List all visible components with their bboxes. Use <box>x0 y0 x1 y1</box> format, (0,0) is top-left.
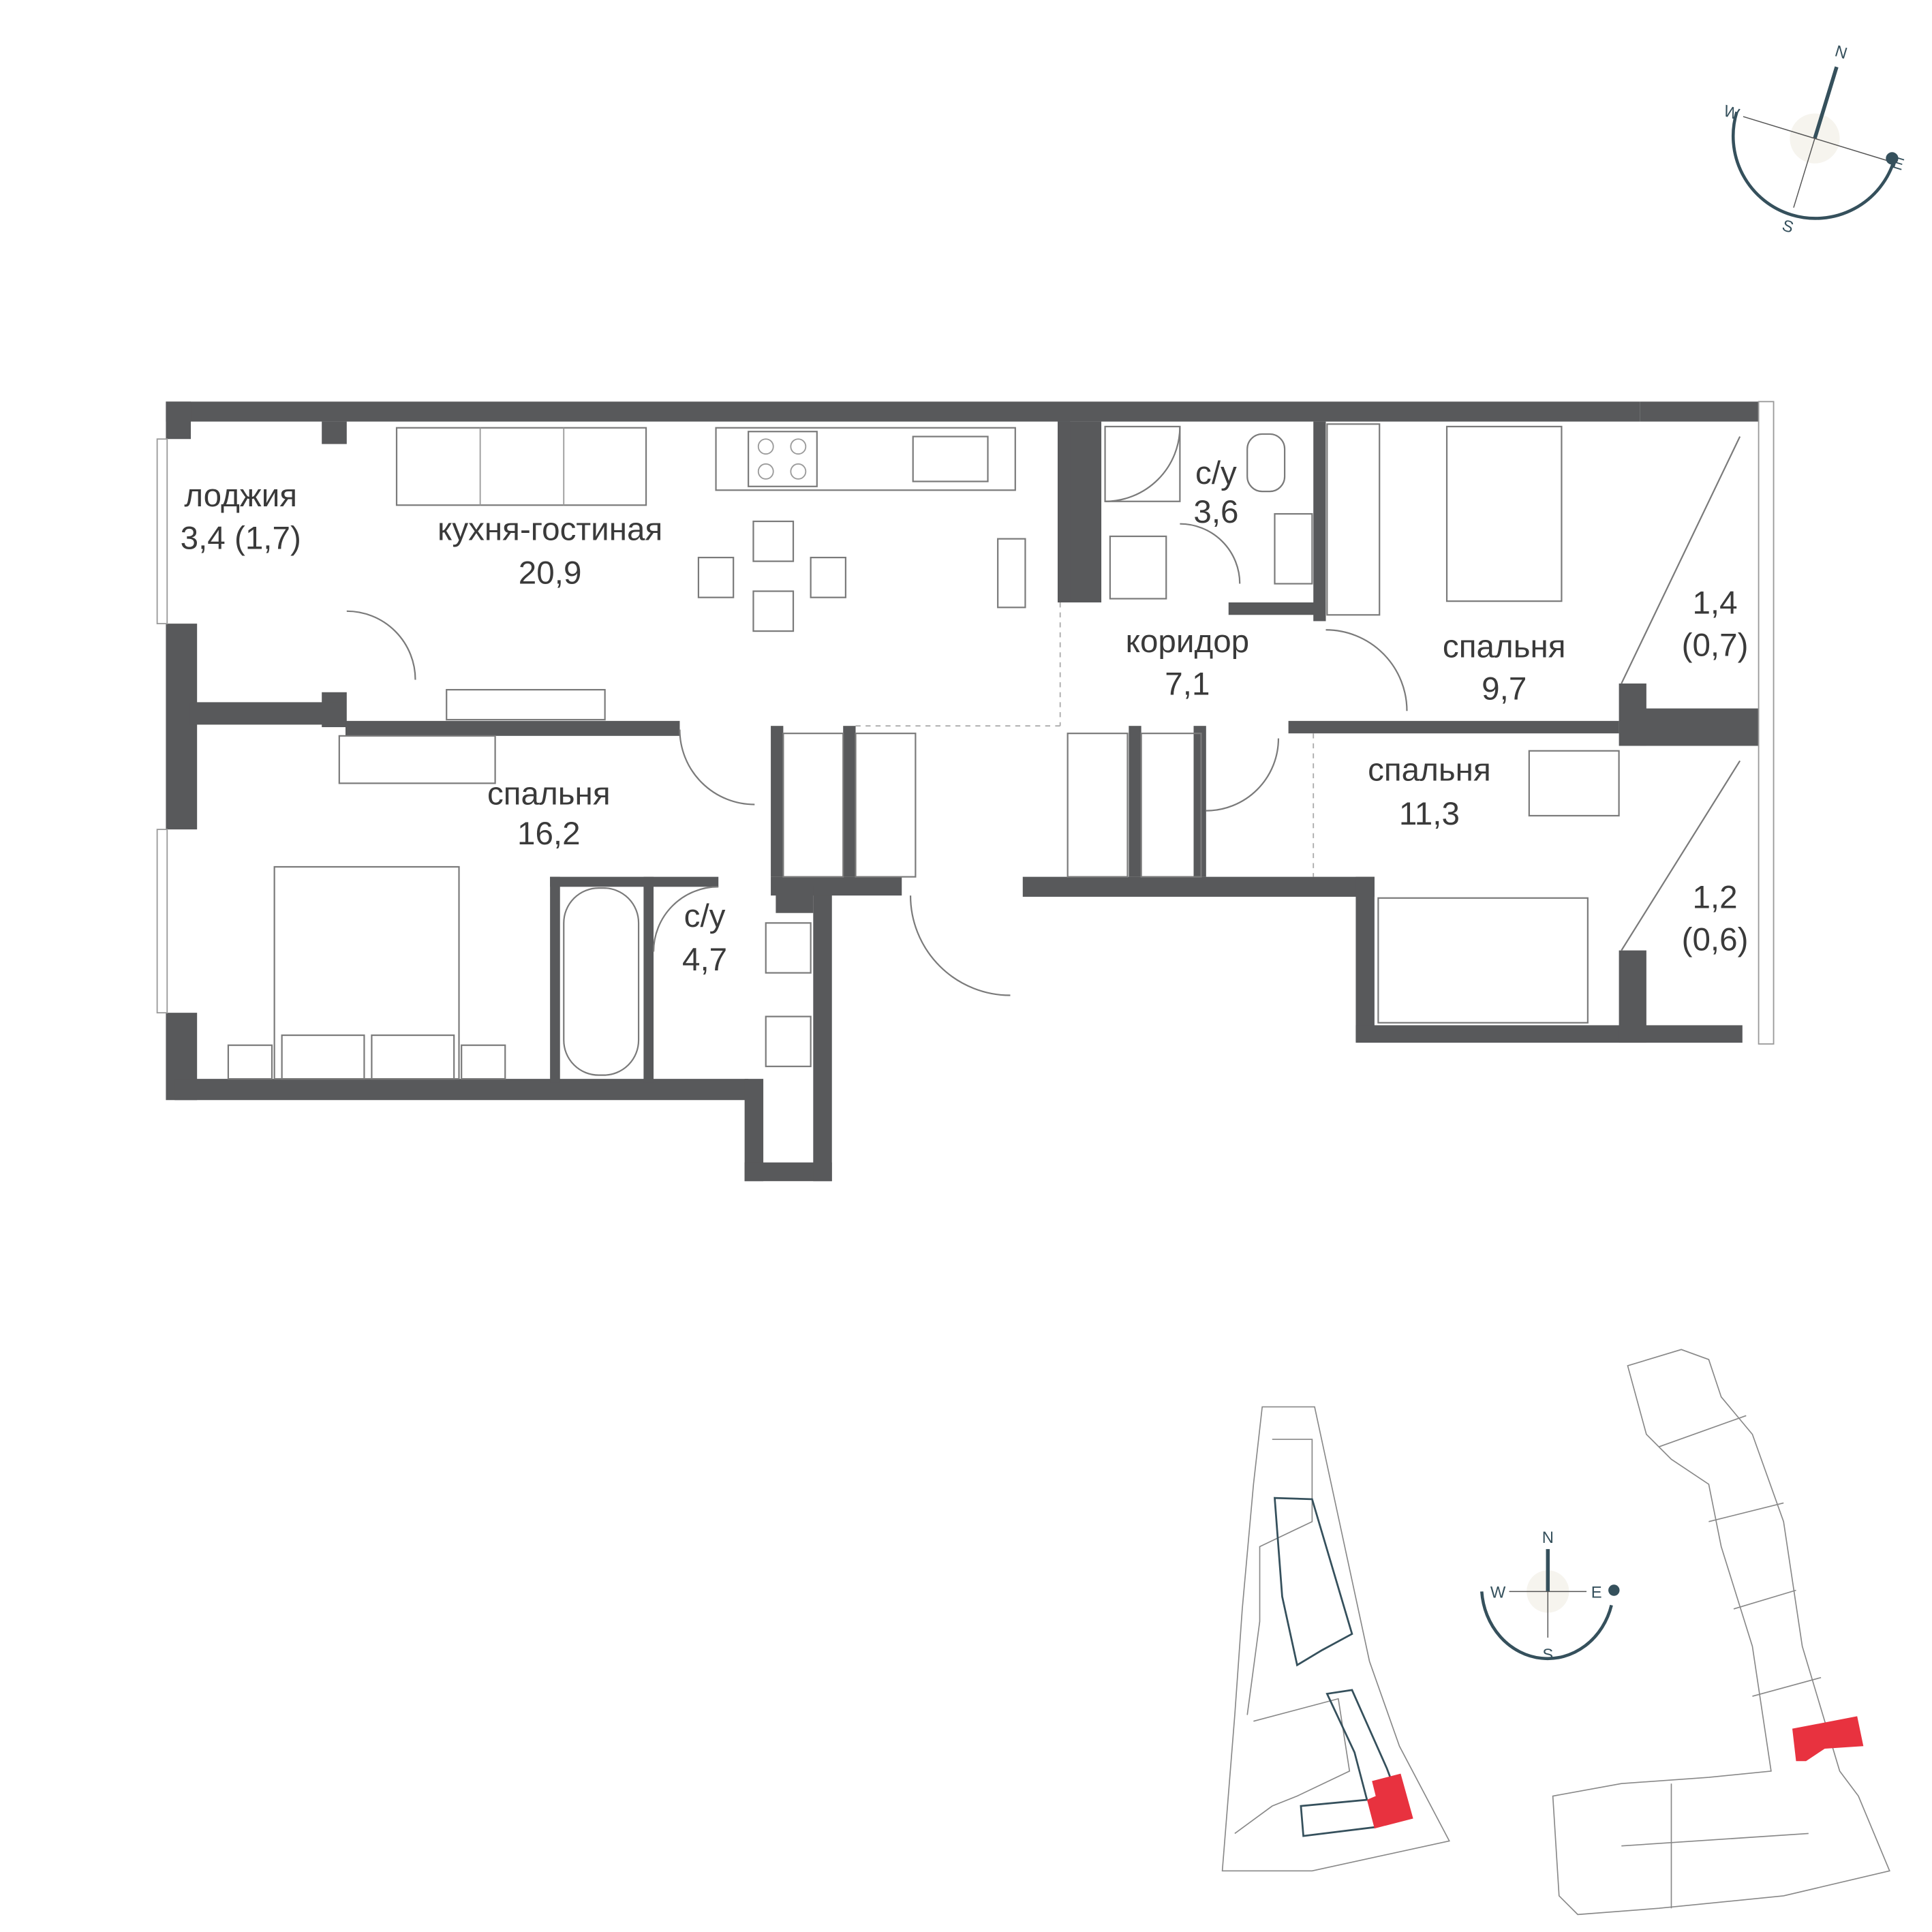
compass-top-sun-dot <box>1886 152 1899 165</box>
bedroom-3-name: спальня <box>487 776 611 812</box>
compass-e: E <box>1591 1584 1602 1602</box>
walls <box>166 401 1759 1182</box>
apartment-location-marker <box>1366 1773 1413 1829</box>
north-needle-icon <box>1813 66 1839 139</box>
compass-top: N S W E <box>1721 42 1906 237</box>
bedroom-2-name: спальня <box>1368 752 1491 788</box>
room-labels: лоджия 3,4 (1,7) кухня-гостиная 20,9 с/у… <box>181 455 1749 978</box>
corridor-area: 7,1 <box>1165 666 1210 702</box>
bathroom-2-area: 4,7 <box>682 942 727 978</box>
compass-n: N <box>1542 1529 1554 1547</box>
fixtures <box>156 401 1775 1080</box>
balcony-1-area: 1,4 <box>1692 585 1737 621</box>
kitchen-living-name: кухня-гостиная <box>438 511 662 547</box>
loggia-area: 3,4 (1,7) <box>181 520 301 556</box>
apartment-location-marker-building <box>1792 1716 1864 1762</box>
bedroom-3-area: 16,2 <box>517 816 581 852</box>
bedroom-2-area: 11,3 <box>1399 796 1460 832</box>
balcony-2-area: 1,2 <box>1692 879 1737 915</box>
bathroom-1-area: 3,6 <box>1193 494 1238 530</box>
compass-s: S <box>1542 1646 1553 1664</box>
kitchen-living-area: 20,9 <box>519 555 582 592</box>
compass-arc <box>1731 111 1896 220</box>
site-plan-right <box>1552 1349 1890 1916</box>
bathroom-2-name: с/у <box>684 898 726 934</box>
bathroom-1-name: с/у <box>1195 455 1237 491</box>
balcony-2-area-reduced: (0,6) <box>1682 922 1749 958</box>
site-plan-left <box>1221 1406 1450 1872</box>
compass-w: W <box>1721 102 1742 124</box>
balcony-1-area-reduced: (0,7) <box>1682 628 1749 664</box>
apartment-plan: лоджия 3,4 (1,7) кухня-гостиная 20,9 с/у… <box>156 401 1775 1182</box>
bedroom-1-name: спальня <box>1443 629 1566 665</box>
loggia-name: лоджия <box>184 478 297 514</box>
compass-n: N <box>1833 42 1849 63</box>
compass-s: S <box>1780 216 1796 236</box>
compass-bottom: N S W E <box>1480 1529 1620 1664</box>
bedroom-1-area: 9,7 <box>1482 671 1527 707</box>
compass-w: W <box>1490 1584 1506 1602</box>
corridor-name: коридор <box>1126 624 1250 660</box>
